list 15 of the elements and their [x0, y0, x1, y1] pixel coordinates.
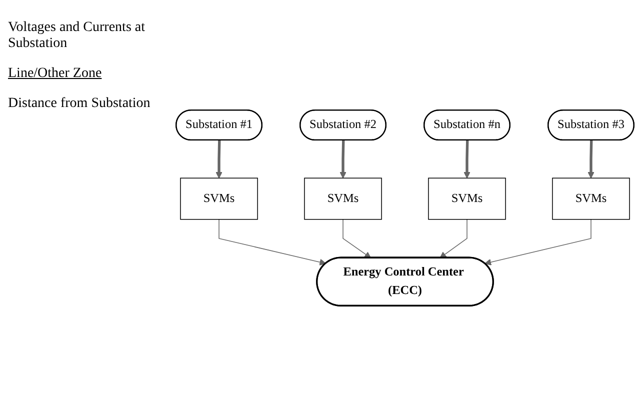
arrow — [440, 219, 468, 258]
node-box: SVMs — [428, 178, 506, 220]
zone-label: Line/Other Zone — [8, 66, 103, 82]
note-text: Distance from Substation — [8, 96, 152, 112]
arrow — [218, 219, 326, 266]
arrow — [342, 219, 372, 258]
arrow — [464, 140, 470, 178]
arrow — [216, 140, 222, 178]
arrow — [588, 140, 594, 178]
arrow — [340, 140, 346, 178]
node-box: SVMs — [180, 178, 258, 220]
node-box: SVMs — [304, 178, 382, 220]
node-box: SVMs — [552, 178, 630, 220]
arrow — [484, 219, 592, 266]
note-text: Voltages and Currents at Substation — [8, 20, 146, 52]
